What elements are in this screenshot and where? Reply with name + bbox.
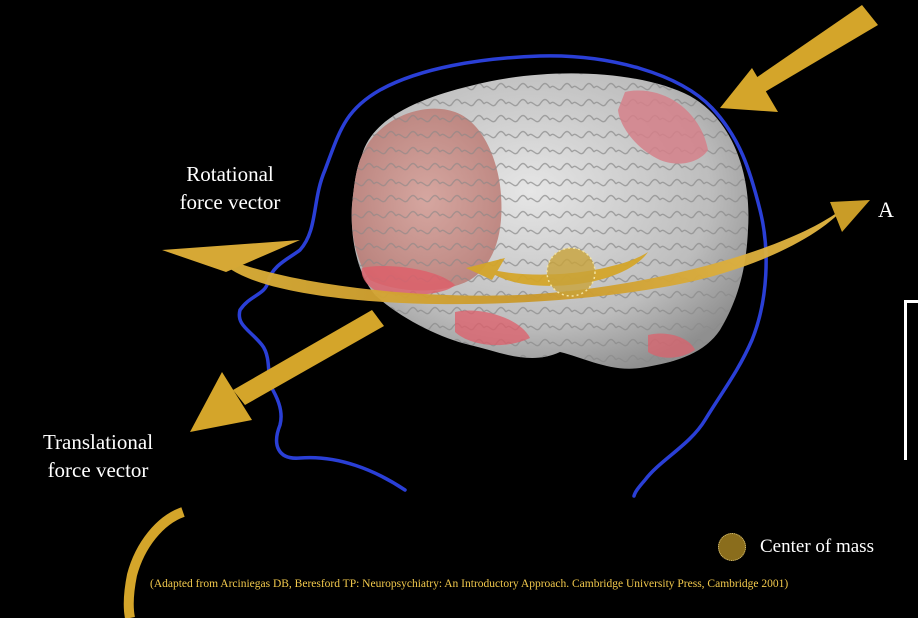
lower-curve-arrow	[129, 512, 183, 618]
brain-image	[352, 73, 749, 368]
citation: (Adapted from Arciniegas DB, Beresford T…	[150, 578, 910, 590]
legend-label: Center of mass	[760, 536, 874, 558]
rotational-force-label: Rotational force vector	[140, 160, 320, 216]
legend: Center of mass	[718, 532, 874, 562]
rotational-label-line1: Rotational	[140, 160, 320, 188]
center-of-mass-legend-icon	[718, 533, 746, 561]
arrow-down-left-bottom	[190, 310, 384, 432]
partial-box-edge	[904, 300, 918, 460]
translational-label-line1: Translational	[8, 428, 188, 456]
partial-label-right: A	[878, 196, 918, 224]
translational-force-label: Translational force vector	[8, 428, 188, 484]
translational-label-line2: force vector	[8, 456, 188, 484]
center-of-mass-marker	[547, 248, 595, 296]
rotational-label-line2: force vector	[140, 188, 320, 216]
arrow-down-left-top	[720, 5, 878, 112]
